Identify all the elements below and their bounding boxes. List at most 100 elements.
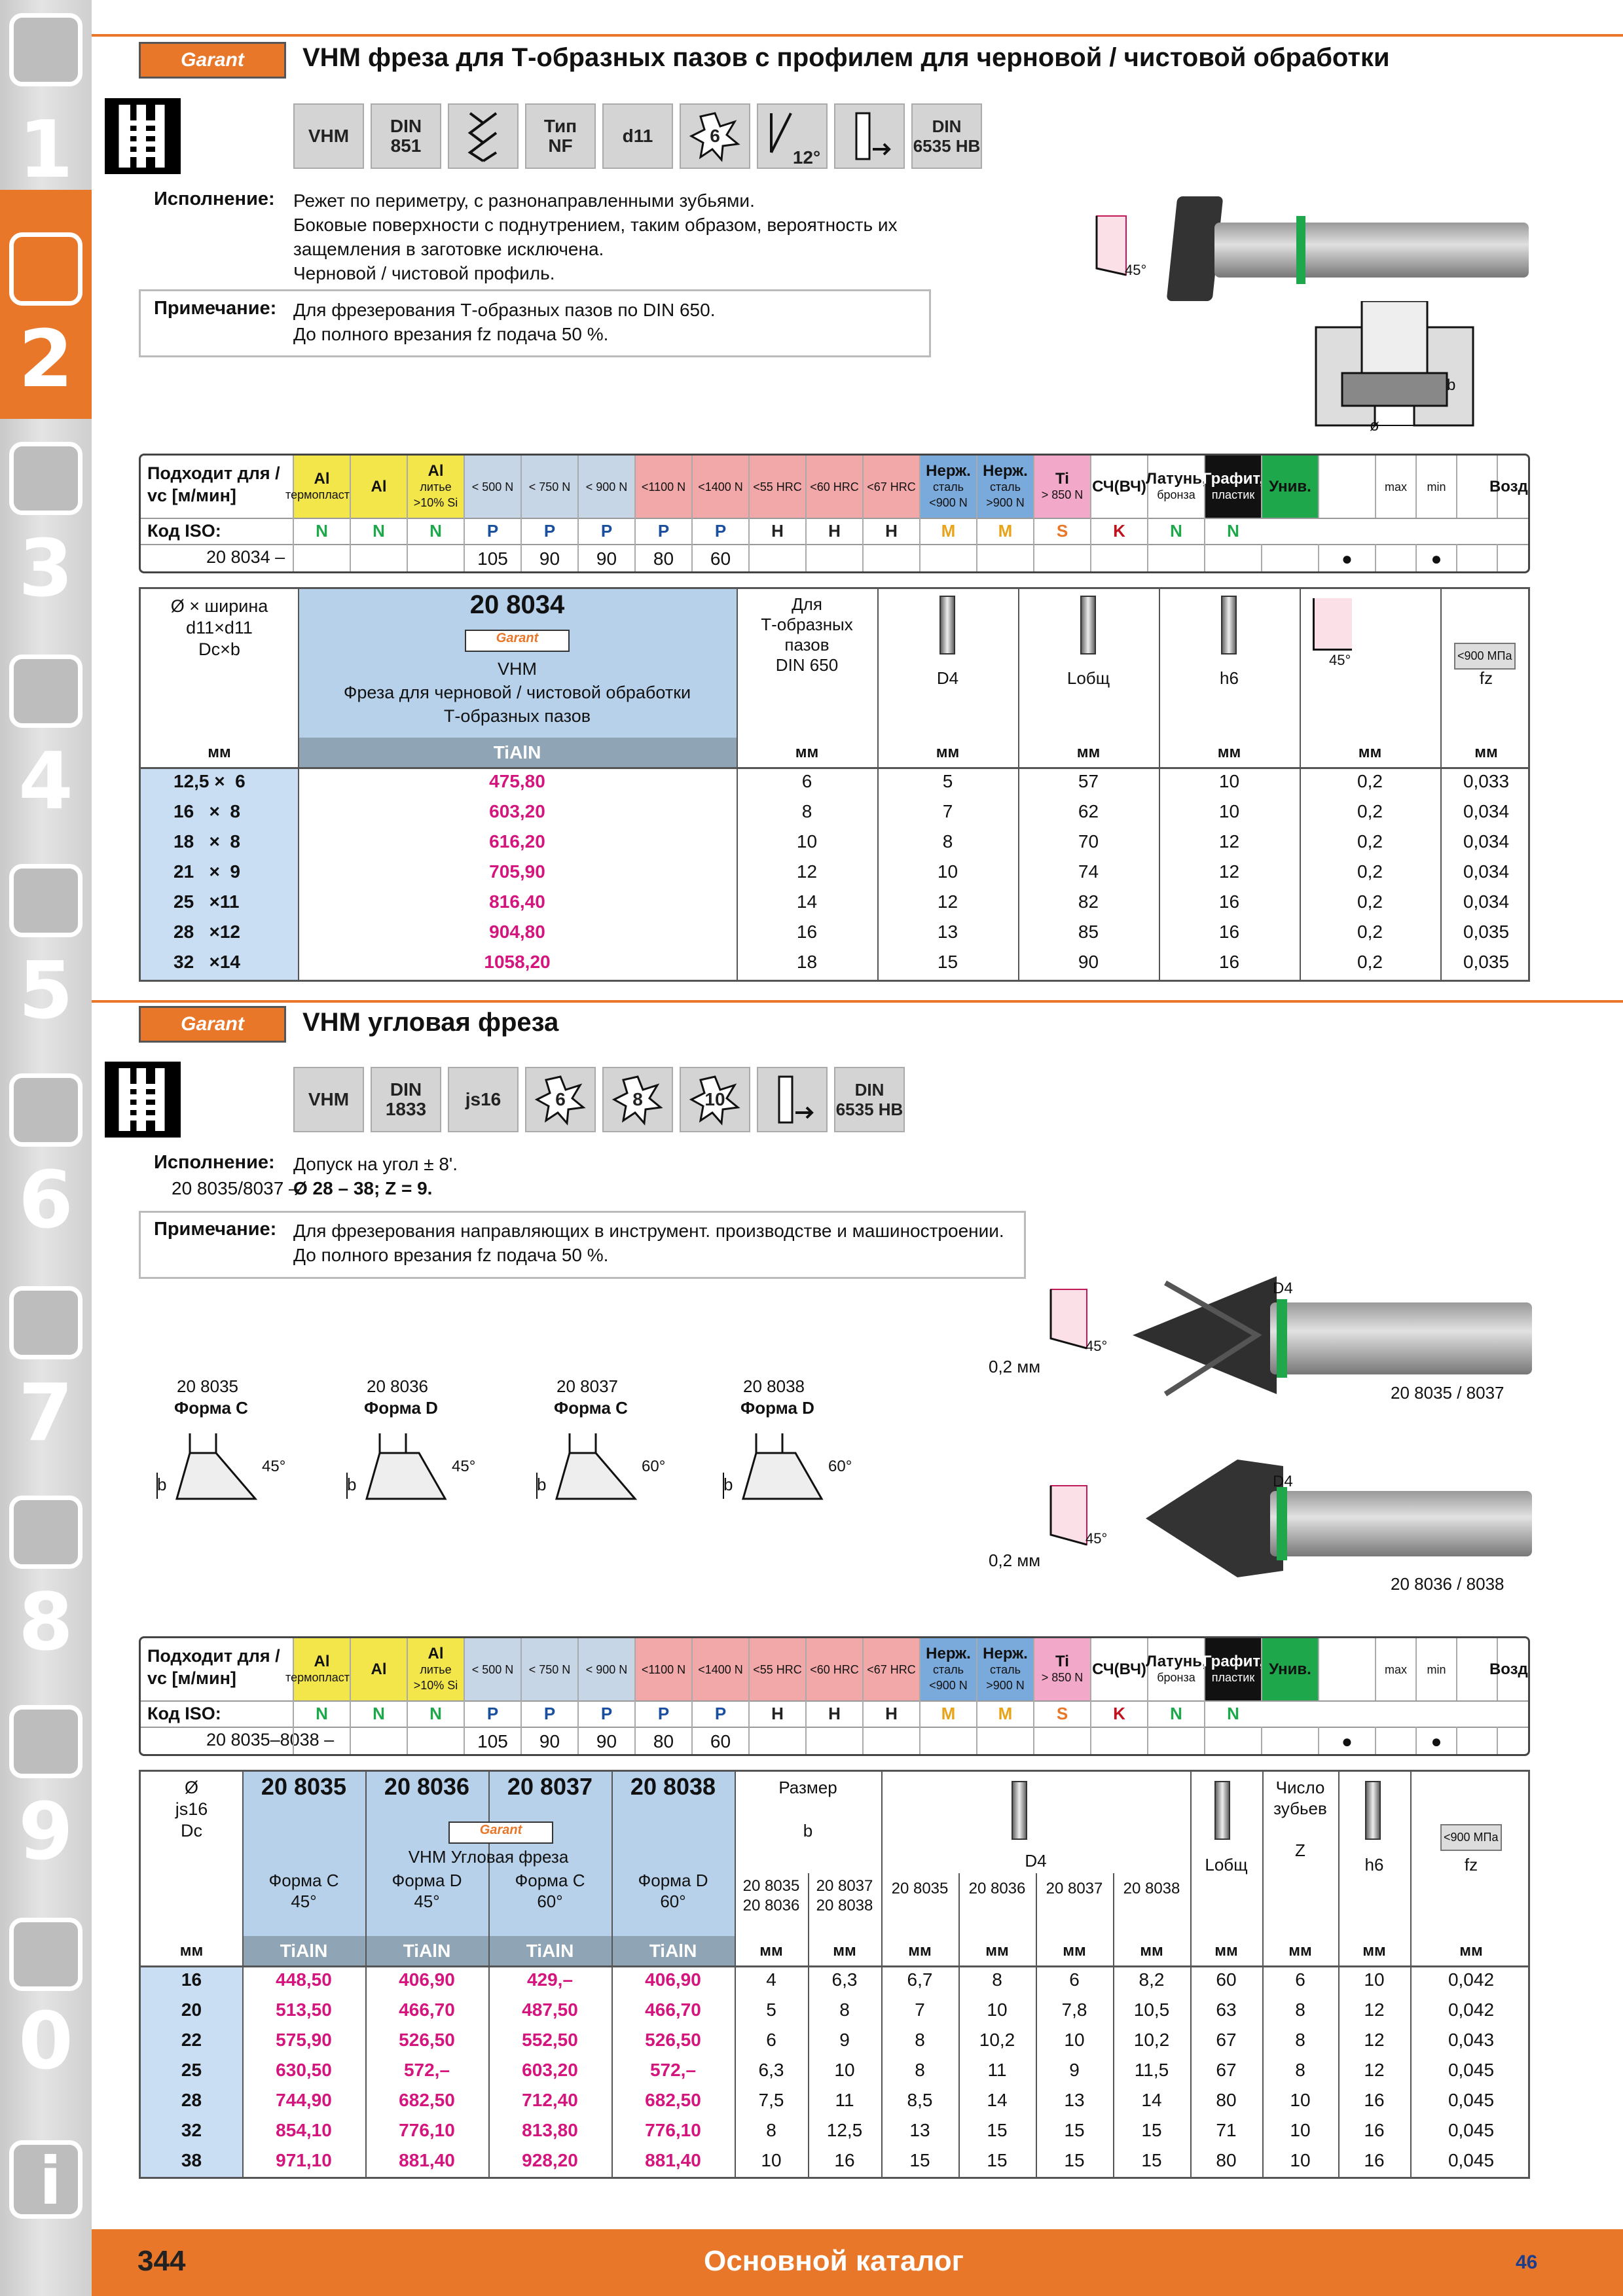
wrench-icon[interactable] bbox=[9, 1073, 82, 1147]
chapter-1[interactable]: 1 bbox=[18, 105, 73, 196]
material-col-11: Нерж.сталь <900 N bbox=[919, 456, 976, 518]
col-header: Lобщ bbox=[1067, 668, 1110, 688]
h6-header: h6 bbox=[1364, 1855, 1384, 1874]
value-cell: 10 bbox=[834, 2060, 855, 2080]
iso-code-9: H bbox=[805, 518, 862, 544]
price-cell[interactable]: 776,10 bbox=[399, 2120, 455, 2140]
col-divider bbox=[242, 1772, 244, 2177]
vc-value-8 bbox=[748, 544, 805, 571]
tap-icon[interactable] bbox=[9, 442, 82, 515]
price-cell[interactable]: 744,90 bbox=[276, 2090, 332, 2110]
price-cell[interactable]: 603,20 bbox=[489, 801, 545, 821]
value-cell: 8 bbox=[1295, 2000, 1305, 2020]
price-cell[interactable]: 603,20 bbox=[522, 2060, 578, 2080]
price-cell[interactable]: 682,50 bbox=[399, 2090, 455, 2110]
drill-icon[interactable] bbox=[9, 13, 82, 86]
col-divider bbox=[1190, 1772, 1192, 2177]
price-cell[interactable]: 552,50 bbox=[522, 2030, 578, 2050]
price-cell[interactable]: 406,90 bbox=[645, 1969, 701, 1990]
vc-value-19 bbox=[1375, 1727, 1415, 1754]
price-cell[interactable]: 776,10 bbox=[645, 2120, 701, 2140]
price-cell[interactable]: 971,10 bbox=[276, 2150, 332, 2170]
chapter-5[interactable]: 5 bbox=[18, 946, 73, 1037]
price-cell[interactable]: 513,50 bbox=[276, 2000, 332, 2020]
value-cell: 16 bbox=[1364, 2090, 1385, 2110]
note-label-2: Примечание: bbox=[154, 1219, 277, 1240]
price-cell[interactable]: 630,50 bbox=[276, 2060, 332, 2080]
size-cell: 32 ×14 bbox=[173, 952, 240, 972]
material-subheader: < 750 N bbox=[528, 480, 571, 493]
cabinet-icon[interactable] bbox=[9, 1705, 82, 1778]
material-col-21 bbox=[1456, 1638, 1497, 1700]
chapter-4[interactable]: 4 bbox=[18, 736, 73, 827]
chapter-6[interactable]: 6 bbox=[18, 1155, 73, 1246]
chapter-0[interactable]: 0 bbox=[18, 1996, 73, 2087]
value-cell: 4 bbox=[766, 1969, 776, 1990]
price-cell[interactable]: 572,– bbox=[649, 2060, 697, 2080]
iso-code-16: N bbox=[1204, 1700, 1261, 1727]
price-cell[interactable]: 813,80 bbox=[522, 2120, 578, 2140]
vc-value-3: 105 bbox=[464, 544, 520, 571]
chapter-7[interactable]: 7 bbox=[18, 1368, 73, 1459]
grinding-disc-icon[interactable] bbox=[9, 864, 82, 937]
price-cell[interactable]: 705,90 bbox=[489, 861, 545, 882]
iso-code-3: P bbox=[464, 1700, 520, 1727]
price-cell[interactable]: 816,40 bbox=[489, 891, 545, 912]
toolbox-icon[interactable] bbox=[9, 1496, 82, 1569]
price-cell[interactable]: 854,10 bbox=[276, 2120, 332, 2140]
value-cell: 63 bbox=[1216, 2000, 1237, 2020]
chapter-3[interactable]: 3 bbox=[18, 524, 73, 615]
price-cell[interactable]: 475,80 bbox=[489, 771, 545, 791]
caliper-icon[interactable] bbox=[9, 655, 82, 728]
price-cell[interactable]: 466,70 bbox=[645, 2000, 701, 2020]
price-cell[interactable]: 406,90 bbox=[399, 1969, 455, 1990]
value-cell: 9 bbox=[839, 2030, 850, 2050]
price-cell[interactable]: 881,40 bbox=[399, 2150, 455, 2170]
iso-code-4: P bbox=[520, 1700, 577, 1727]
value-cell: 0,045 bbox=[1448, 2090, 1495, 2110]
price-cell[interactable]: 429,– bbox=[526, 1969, 574, 1990]
info-icon[interactable]: i bbox=[9, 2140, 82, 2219]
price-cell[interactable]: 904,80 bbox=[489, 922, 545, 942]
form-name: Форма C bbox=[554, 1398, 628, 1418]
col-divider bbox=[1410, 1772, 1412, 2177]
pliers-icon[interactable] bbox=[9, 1286, 82, 1359]
price-cell[interactable]: 526,50 bbox=[399, 2030, 455, 2050]
price-cell[interactable]: 881,40 bbox=[645, 2150, 701, 2170]
material-subheader: <67 HRC bbox=[867, 480, 916, 493]
price-cell[interactable]: 575,90 bbox=[276, 2030, 332, 2050]
material-col-13: Ti> 850 N bbox=[1033, 456, 1090, 518]
price-cell[interactable]: 712,40 bbox=[522, 2090, 578, 2110]
price-cell[interactable]: 682,50 bbox=[645, 2090, 701, 2110]
vc-value-3: 105 bbox=[464, 1727, 520, 1754]
iso-code-0: N bbox=[293, 518, 350, 544]
value-cell: 7,5 bbox=[758, 2090, 784, 2110]
chapter-8[interactable]: 8 bbox=[18, 1577, 73, 1668]
price-cell[interactable]: 928,20 bbox=[522, 2150, 578, 2170]
price-cell[interactable]: 1058,20 bbox=[484, 952, 551, 972]
price-cell[interactable]: 466,70 bbox=[399, 2000, 455, 2020]
chapter-2[interactable]: 2 bbox=[18, 314, 73, 405]
price-cell[interactable]: 572,– bbox=[403, 2060, 450, 2080]
vc-value-6: 80 bbox=[634, 1727, 691, 1754]
unit-label: мм bbox=[833, 1942, 856, 1960]
value-cell: 8 bbox=[915, 2030, 925, 2050]
insert-icon[interactable] bbox=[9, 232, 82, 306]
col-divider bbox=[881, 1772, 883, 2177]
safety-glasses-icon[interactable] bbox=[9, 1918, 82, 1991]
execution-label: Исполнение: bbox=[154, 188, 275, 209]
qr-code-2[interactable] bbox=[105, 1062, 181, 1138]
value-cell: 0,034 bbox=[1463, 831, 1510, 852]
price-cell[interactable]: 526,50 bbox=[645, 2030, 701, 2050]
iso-code-12: M bbox=[976, 1700, 1033, 1727]
chapter-9[interactable]: 9 bbox=[18, 1787, 73, 1878]
price-cell[interactable]: 448,50 bbox=[276, 1969, 332, 1990]
value-cell: 12 bbox=[937, 891, 958, 912]
value-cell: 74 bbox=[1078, 861, 1099, 882]
vc-value-10 bbox=[862, 544, 919, 571]
qr-code-1[interactable] bbox=[105, 98, 181, 174]
vc-value-4: 90 bbox=[520, 1727, 577, 1754]
price-cell[interactable]: 487,50 bbox=[522, 2000, 578, 2020]
price-cell[interactable]: 616,20 bbox=[489, 831, 545, 852]
vc-value-0 bbox=[293, 1727, 350, 1754]
